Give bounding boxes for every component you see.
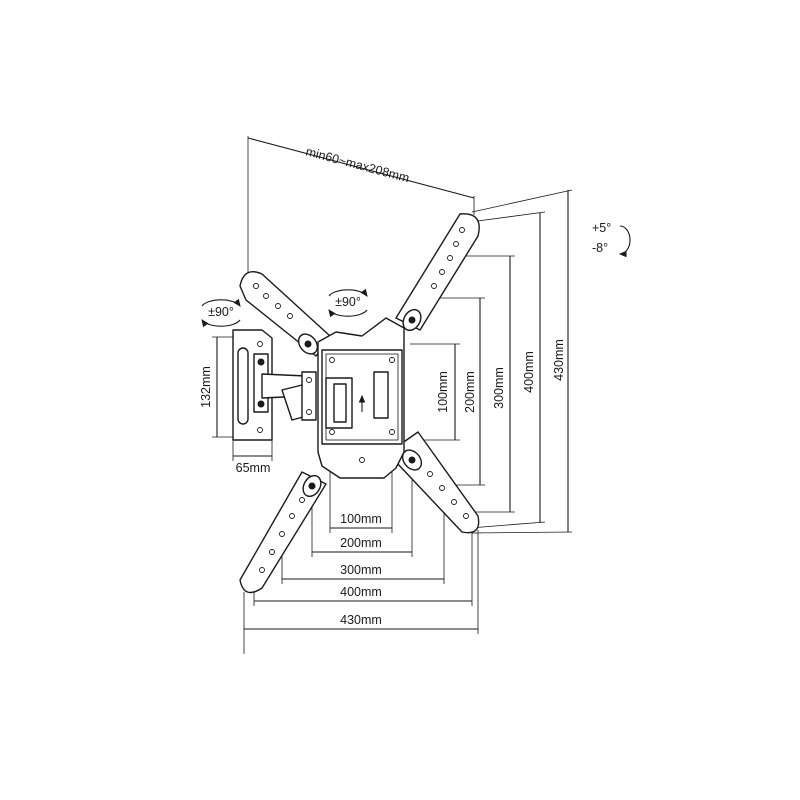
vesa-v-430-label: 430mm (552, 339, 566, 381)
swivel-arrow-icon (201, 298, 241, 307)
center-plate (317, 317, 405, 479)
tilt-arrow-icon (618, 225, 631, 258)
vertical-dimensions: 100mm 200mm 300mm 400mm 430mm (410, 189, 573, 534)
vesa-v-200-label: 200mm (463, 371, 477, 413)
tilt-up-label: +5° (592, 221, 611, 235)
wall-plate-height-label: 132mm (199, 366, 213, 408)
tilt-indicator: +5° -8° (592, 221, 631, 258)
tilt-down-label: -8° (592, 241, 608, 255)
wall-swivel-label: ±90° (208, 305, 234, 319)
swivel-arrow-icon (328, 288, 368, 297)
vesa-h-300-label: 300mm (340, 563, 382, 577)
wall-plate-dimensions: 132mm 65mm (199, 336, 273, 475)
vesa-h-100-label: 100mm (340, 512, 382, 526)
arm-swivel-indicator: ±90° (328, 288, 368, 318)
vesa-v-300-label: 300mm (492, 367, 506, 409)
arm-holes (253, 227, 469, 573)
vesa-h-400-label: 400mm (340, 585, 382, 599)
arm-extension-label: min60~max208mm (304, 144, 411, 185)
arm-swivel-label: ±90° (335, 295, 361, 309)
wall-plate-width-label: 65mm (236, 461, 271, 475)
vesa-v-100-label: 100mm (436, 371, 450, 413)
wall-swivel-indicator: ±90° (201, 298, 241, 328)
vesa-v-400-label: 400mm (522, 351, 536, 393)
vesa-h-200-label: 200mm (340, 536, 382, 550)
vesa-h-430-label: 430mm (340, 613, 382, 627)
arm-bolts (297, 308, 423, 498)
swing-arm (261, 371, 317, 421)
